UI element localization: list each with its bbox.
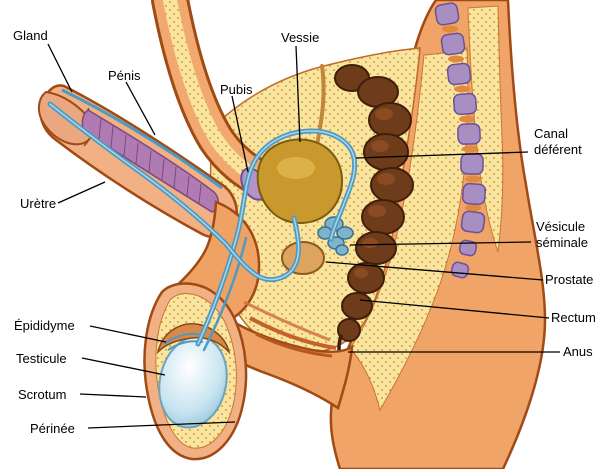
vas-deferens-line bbox=[195, 128, 358, 352]
bladder-shape bbox=[256, 138, 344, 224]
label-anus: Anus bbox=[563, 344, 593, 359]
leader-rectum bbox=[359, 299, 550, 319]
leader-lines bbox=[47, 43, 560, 429]
label-rectum: Rectum bbox=[551, 310, 596, 325]
label-gland: Gland bbox=[13, 28, 48, 43]
label-vessie: Vessie bbox=[281, 30, 320, 45]
leader-perinee bbox=[87, 421, 236, 429]
label-prostate: Prostate bbox=[545, 272, 594, 287]
label-testicule: Testicule bbox=[16, 351, 67, 366]
prostate-shape bbox=[281, 241, 325, 275]
label-vesicule-seminale: Vésicule séminale bbox=[536, 219, 589, 250]
leader-scrotum bbox=[79, 393, 147, 398]
label-perinee: Périnée bbox=[30, 421, 75, 436]
leader-vessie bbox=[295, 45, 301, 143]
leader-prostate bbox=[325, 261, 544, 281]
leader-pubis bbox=[231, 95, 249, 173]
leader-uretre bbox=[57, 181, 106, 204]
leader-penis bbox=[125, 81, 156, 136]
urethra-line bbox=[47, 101, 302, 282]
leader-canal-deferent bbox=[355, 151, 529, 159]
abdominal-wall bbox=[151, 0, 287, 202]
label-scrotum: Scrotum bbox=[18, 387, 67, 402]
leader-epididyme bbox=[89, 325, 167, 343]
label-penis: Pénis bbox=[108, 68, 141, 83]
label-canal-deferent: Canal déférent bbox=[534, 126, 582, 157]
leader-testicule bbox=[81, 357, 166, 376]
leader-gland bbox=[47, 43, 73, 93]
label-pubis: Pubis bbox=[220, 82, 253, 97]
label-uretre: Urètre bbox=[20, 196, 57, 211]
leader-vesicule-seminale bbox=[349, 241, 532, 246]
urachus-line bbox=[314, 64, 326, 152]
dorsal-vein-line bbox=[61, 88, 223, 190]
label-epididyme: Épididyme bbox=[14, 318, 75, 333]
perineum-muscle-lines bbox=[243, 300, 337, 358]
rectum-shape bbox=[334, 64, 414, 342]
